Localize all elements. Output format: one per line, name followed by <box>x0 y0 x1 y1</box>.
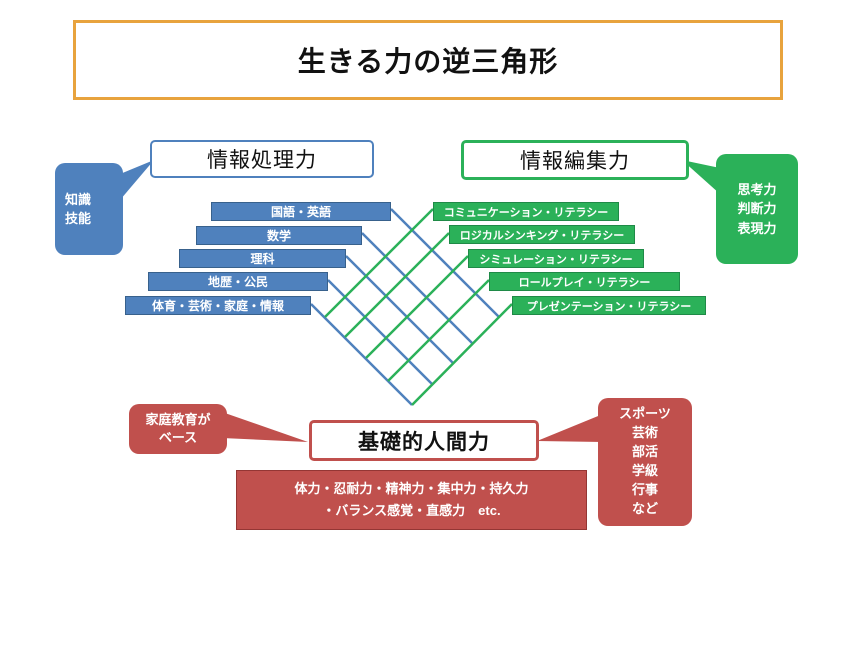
literacy-bar: プレゼンテーション・リテラシー <box>512 296 706 315</box>
home-bubble-pointer <box>222 412 308 442</box>
subject-bar: 体育・芸術・家庭・情報 <box>125 296 311 315</box>
connector-line <box>310 303 413 406</box>
bar-label: コミュニケーション・リテラシー <box>443 206 609 219</box>
literacy-bar: シミュレーション・リテラシー <box>468 249 644 268</box>
connector-line <box>411 303 513 406</box>
bubble-line: ベース <box>158 430 198 445</box>
literacy-bar: コミュニケーション・リテラシー <box>433 202 619 221</box>
connector-line <box>390 208 500 318</box>
bar-label: 体育・芸術・家庭・情報 <box>151 299 284 313</box>
bubble-line: 家庭教育が <box>145 411 211 427</box>
header-information-processing: 情報処理力 <box>150 140 374 178</box>
bar-label: 数学 <box>266 229 291 243</box>
bubble-line: 部活 <box>631 444 658 460</box>
bar-label: 理科 <box>250 252 275 266</box>
connector-line <box>345 255 454 364</box>
activities-bubble: スポーツ 芸術 部活 学級 行事 など <box>598 398 692 526</box>
connector-line <box>327 279 433 385</box>
bubble-line: など <box>631 500 658 516</box>
literacy-bar: ロールプレイ・リテラシー <box>489 272 680 291</box>
subject-bar: 国語・英語 <box>211 202 391 221</box>
bubble-line: 芸術 <box>631 425 658 441</box>
subject-bar: 地歴・公民 <box>148 272 328 291</box>
bar-label: ロジカルシンキング・リテラシー <box>459 229 625 242</box>
bubble-line: 技能 <box>65 211 92 226</box>
connector-line <box>324 208 434 318</box>
slide-title: 生きる力の逆三角形 <box>297 46 559 77</box>
bar-label: 地歴・公民 <box>207 275 268 289</box>
bubble-line: 表現力 <box>737 220 777 236</box>
bubble-line: 判断力 <box>737 201 777 217</box>
subject-bar: 理科 <box>179 249 346 268</box>
bar-label: シミュレーション・リテラシー <box>479 253 633 266</box>
detail-line: 体力・忍耐力・精神力・集中力・持久力 <box>294 480 529 496</box>
connector-line <box>344 232 450 338</box>
subject-bar: 数学 <box>196 226 362 245</box>
thinking-judgment-expression-bubble: 思考力 判断力 表現力 <box>716 154 798 264</box>
knowledge-bubble-pointer <box>120 160 154 200</box>
bar-label: プレゼンテーション・リテラシー <box>526 300 692 313</box>
activities-bubble-pointer <box>537 414 603 442</box>
bubble-line: 学級 <box>631 463 658 478</box>
header-label: 情報編集力 <box>520 150 630 173</box>
literacy-bar: ロジカルシンキング・リテラシー <box>449 225 635 244</box>
base-abilities-box: 体力・忍耐力・精神力・集中力・持久力 ・バランス感覚・直感力 etc. <box>236 470 587 530</box>
detail-line: ・バランス感覚・直感力 etc. <box>322 503 501 518</box>
header-basic-human-power: 基礎的人間力 <box>309 420 539 461</box>
bubble-line: 思考力 <box>737 181 777 197</box>
thinking-bubble-pointer <box>682 160 720 194</box>
bubble-line: 知識 <box>65 191 92 207</box>
home-education-bubble: 家庭教育が ベース <box>129 404 227 454</box>
title-box: 生きる力の逆三角形 <box>73 20 783 100</box>
bar-label: ロールプレイ・リテラシー <box>518 276 651 289</box>
connector-line <box>361 232 473 344</box>
bubble-line: 行事 <box>631 481 658 497</box>
header-label: 基礎的人間力 <box>358 430 490 454</box>
connector-line <box>387 279 490 382</box>
connector-line <box>365 255 469 359</box>
bar-label: 国語・英語 <box>270 205 331 219</box>
bubble-line: スポーツ <box>619 406 671 422</box>
knowledge-skills-bubble: 知識 技能 <box>55 163 123 255</box>
header-label: 情報処理力 <box>207 149 317 172</box>
header-information-editing: 情報編集力 <box>461 140 689 180</box>
